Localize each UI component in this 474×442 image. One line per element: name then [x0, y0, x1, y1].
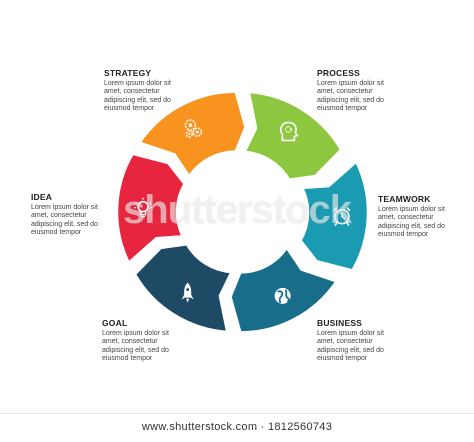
business-title: BUSINESS — [317, 318, 363, 328]
goal-title: GOAL — [102, 318, 128, 328]
segment-process — [242, 90, 343, 182]
idea-body: Lorem ipsum dolor sit amet, consectetur … — [31, 204, 98, 237]
idea-title: IDEA — [31, 192, 53, 202]
alarm-clock-icon — [333, 207, 351, 227]
teamwork-body: Lorem ipsum dolor sit amet, consectetur … — [378, 206, 445, 239]
label-goal: GOAL Lorem ipsum dolor sit amet, consect… — [102, 318, 220, 364]
goal-body: Lorem ipsum dolor sit amet, consectetur … — [102, 330, 169, 363]
rocket-icon — [181, 282, 194, 303]
center-hole — [190, 164, 286, 260]
footer-text: www.shutterstock.com · 1812560743 — [141, 421, 333, 433]
label-process: PROCESS Lorem ipsum dolor sit amet, cons… — [317, 68, 435, 114]
globe-icon — [274, 287, 291, 304]
strategy-title: STRATEGY — [104, 68, 152, 78]
teamwork-title: TEAMWORK — [378, 194, 431, 204]
segment-strategy — [137, 90, 247, 179]
strategy-body: Lorem ipsum dolor sit amet, consectetur … — [104, 80, 171, 113]
process-body: Lorem ipsum dolor sit amet, consectetur … — [317, 80, 384, 113]
label-business: BUSINESS Lorem ipsum dolor sit amet, con… — [317, 318, 435, 364]
label-idea: IDEA Lorem ipsum dolor sit amet, consect… — [31, 192, 149, 238]
footer-bar: www.shutterstock.com · 1812560743 — [0, 413, 474, 442]
process-title: PROCESS — [317, 68, 360, 78]
segment-goal — [133, 242, 234, 334]
gears-icon — [184, 119, 203, 138]
label-strategy: STRATEGY Lorem ipsum dolor sit amet, con… — [104, 68, 222, 114]
business-body: Lorem ipsum dolor sit amet, consectetur … — [317, 330, 384, 363]
label-teamwork: TEAMWORK Lorem ipsum dolor sit amet, con… — [378, 194, 474, 240]
lightbulb-icon — [134, 197, 153, 218]
head-gear-icon — [280, 121, 299, 142]
